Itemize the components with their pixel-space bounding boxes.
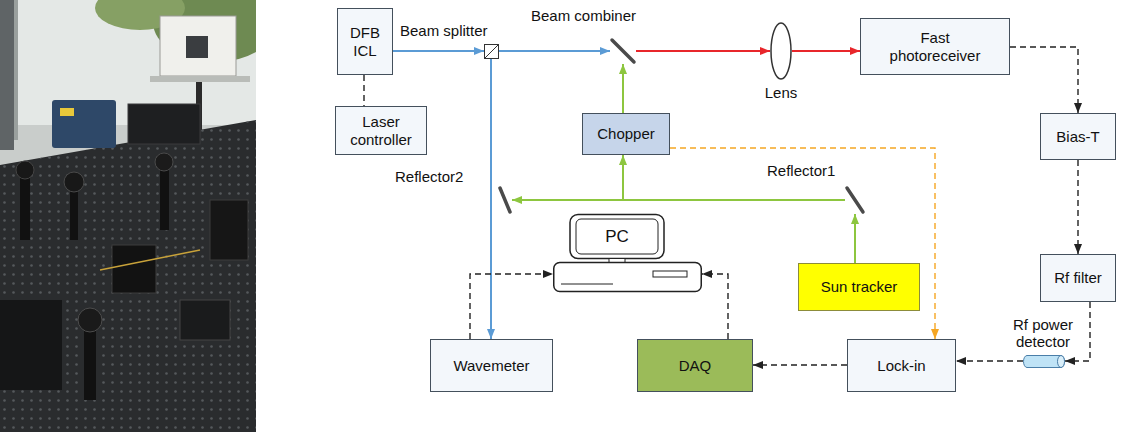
signal-connector <box>393 50 484 52</box>
mount <box>155 153 173 171</box>
component-label: Reflector1 <box>767 162 835 179</box>
post <box>20 170 30 240</box>
power-detector-outline <box>1023 355 1065 368</box>
wavemeter-box: Wavemeter <box>430 339 553 392</box>
computer-icon: PC <box>553 214 702 292</box>
signal-connector <box>512 155 623 200</box>
reflector-mirror-outline <box>498 186 512 214</box>
node-label: Laser controller <box>341 113 421 149</box>
reflector-mirror: Reflector2 <box>498 186 512 214</box>
lab-wall <box>0 0 256 432</box>
signal-connector <box>490 59 492 339</box>
cube-outline <box>485 45 499 59</box>
node-label: Fast photoreceiver <box>880 29 990 65</box>
signal-connector <box>1077 160 1078 254</box>
node-label: Lock-in <box>877 357 925 375</box>
chopper-box: Chopper <box>582 113 670 155</box>
sun-tracker-box: Sun tracker <box>798 263 920 311</box>
component-label: Lens <box>765 84 798 101</box>
beam-combiner: Beam combiner <box>610 38 636 64</box>
tracker-lens <box>186 36 208 58</box>
beam-splitter: Beam splitter <box>484 44 499 59</box>
beam-splitter-outline <box>484 44 499 59</box>
component-label: Rf power detector <box>1003 316 1083 350</box>
computer-icon-outline <box>553 214 702 292</box>
cube-diagonal <box>485 45 499 59</box>
reflector-mirror-outline <box>845 186 865 214</box>
warning-label <box>60 108 74 116</box>
power-detector: Rf power detector <box>1023 355 1065 368</box>
signal-connector <box>792 50 860 52</box>
drive-slot <box>653 271 687 277</box>
daq-box: DAQ <box>637 339 753 392</box>
photoreceiver-box: Fast photoreceiver <box>860 18 1010 75</box>
signal-connector <box>470 274 553 339</box>
optic-mount <box>180 300 230 340</box>
lab-photo <box>0 0 256 432</box>
lens-outline <box>770 22 792 80</box>
signal-connector <box>854 214 856 263</box>
signal-connector <box>363 75 364 106</box>
component-label: Beam splitter <box>400 22 488 39</box>
filter-box: Rf filter <box>1040 254 1116 302</box>
node-label: Wavemeter <box>453 357 529 375</box>
case-line <box>561 284 613 285</box>
optical-table <box>0 120 256 432</box>
component-label: Beam combiner <box>531 7 636 24</box>
window-frame <box>0 0 14 150</box>
component-label: PC <box>570 214 664 258</box>
signal-connector <box>753 364 847 365</box>
lens-symbol <box>771 23 791 79</box>
reflector-mirror: Reflector1 <box>845 186 865 214</box>
window-frame <box>14 0 18 140</box>
controller-box: Laser controller <box>335 106 427 155</box>
table-holes <box>0 120 256 432</box>
signal-connector <box>1010 47 1078 113</box>
laser-box: DFB ICL <box>337 8 393 75</box>
signal-connector <box>499 50 610 52</box>
node-label: DAQ <box>679 357 712 375</box>
lens: Lens <box>770 22 792 80</box>
bias-tee-box: Bias-T <box>1040 113 1116 160</box>
lock-in-box: Lock-in <box>847 339 956 392</box>
mirror-symbol <box>612 40 634 62</box>
mount <box>78 308 102 332</box>
node-label: Rf filter <box>1054 269 1102 287</box>
node-label: DFB ICL <box>345 24 385 60</box>
mirror-symbol <box>847 188 863 212</box>
laser-housing <box>52 100 116 148</box>
signal-connector <box>636 50 770 52</box>
signal-connector <box>956 360 1023 361</box>
computer-case <box>554 263 702 292</box>
mount <box>64 172 84 192</box>
node-label: Bias-T <box>1056 128 1099 146</box>
signal-connector <box>702 274 728 339</box>
optic-mount <box>210 200 248 260</box>
signal-connector <box>622 64 624 113</box>
cable <box>100 250 200 270</box>
beam-combiner-outline <box>610 38 636 64</box>
signal-connector <box>670 148 935 339</box>
optic-mount <box>0 300 62 390</box>
detector-body <box>1024 356 1065 368</box>
component-label: Reflector2 <box>395 168 463 185</box>
instrument-housing <box>128 104 200 144</box>
detector-end <box>1058 356 1065 368</box>
mount <box>16 161 34 179</box>
mirror-symbol <box>500 188 510 212</box>
detector-housing <box>112 245 156 293</box>
rail <box>150 76 250 82</box>
node-label: Chopper <box>597 125 655 143</box>
node-label: Sun tracker <box>821 278 898 296</box>
monitor-frame <box>570 215 664 259</box>
sun-tracker-device <box>160 16 236 76</box>
